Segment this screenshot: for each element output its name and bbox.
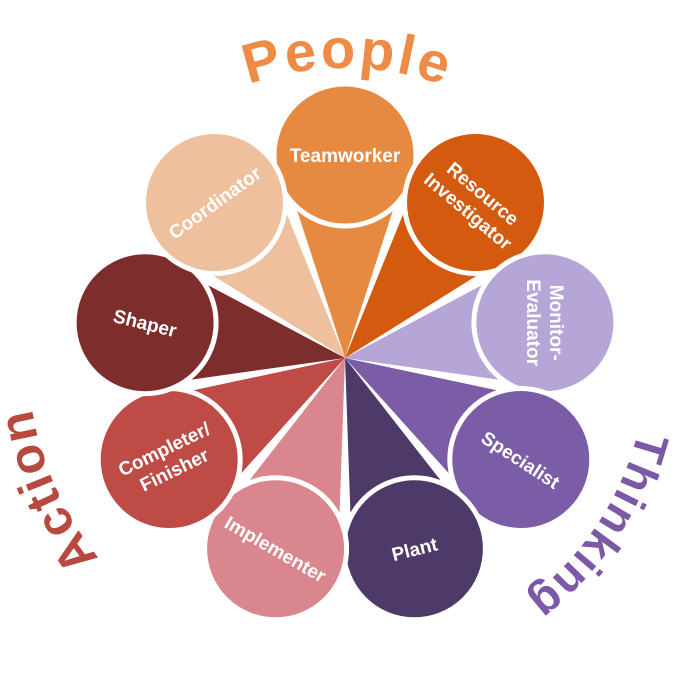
role-circle-shaper [71,249,219,397]
role-label-teamworker: Teamworker [290,146,401,167]
role-label-line: Monitor- [545,285,566,361]
category-label-text-action: Action [0,405,106,585]
role-circle-coordinator [141,129,288,276]
role-circle-resource-investigator [402,129,549,276]
role-circle-teamworker [271,81,419,229]
role-circle-monitor-evaluator [471,249,619,397]
role-label-line: Evaluator [522,279,543,366]
role-circle-implementer [202,475,350,623]
role-circle-specialist [447,386,595,533]
circle-layer [71,81,619,623]
role-label-monitor-evaluator: Monitor-Evaluator [522,279,566,366]
category-label-action: Action [0,405,108,585]
role-label-line: Teamworker [290,146,401,167]
